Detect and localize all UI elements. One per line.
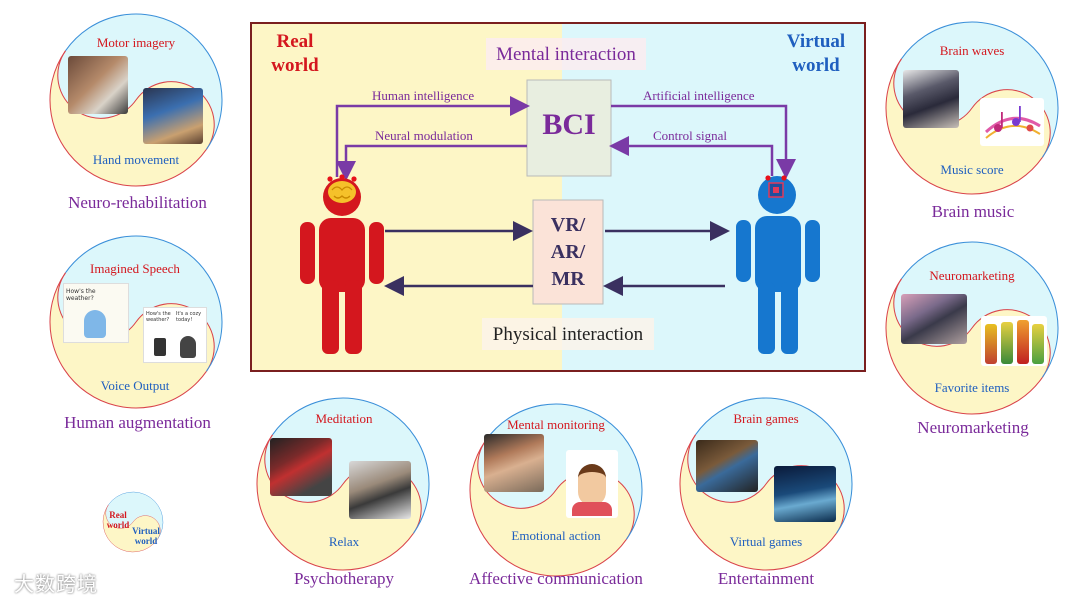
yinyang-neuro-rehab [15, 0, 257, 221]
speech-bubble: How's the weather? [66, 288, 96, 302]
hand-movement-photo [143, 88, 203, 144]
meditation-label: Meditation [315, 411, 373, 426]
watermark: 大数跨境 [14, 572, 98, 596]
vr-ar-mr-label: VR/ AR/ MR [550, 214, 586, 290]
central-panel [250, 22, 866, 372]
vr-box [532, 199, 604, 305]
motor-imagery-photo [68, 56, 128, 114]
brain-icon [327, 174, 357, 203]
music-score-label: Music score [940, 162, 1004, 177]
voice-output-label: Voice Output [100, 378, 170, 393]
mental-label-bg [486, 38, 646, 70]
virtual-games-label: Virtual games [729, 534, 803, 549]
entertainment-caption: Entertainment [717, 569, 815, 588]
relax-photo [349, 461, 411, 519]
person-icon [84, 310, 106, 338]
listener-icon [180, 336, 196, 358]
favorite-items-label: Favorite items [934, 380, 1010, 395]
meditation-photo [270, 438, 332, 496]
blue-human-figure [736, 176, 820, 354]
emotional-action-photo [566, 450, 618, 518]
brain-waves-photo [903, 70, 959, 128]
chip-icon [765, 175, 787, 198]
control-signal-arrow [609, 136, 774, 176]
virtual-world-title: Virtual world [786, 31, 846, 76]
avatar-face [578, 464, 606, 506]
brain-games-label: Brain games [733, 411, 799, 426]
hand-movement-label: Hand movement [92, 152, 180, 167]
neuromarketing-top-label: Neuromarketing [929, 268, 1015, 283]
neuromarketing-photo [901, 294, 967, 344]
neuromarketing-caption: Neuromarketing [917, 418, 1029, 437]
relax-label: Relax [328, 534, 360, 549]
artificial-intelligence-arrow [611, 104, 796, 179]
mental-interaction-label: Mental interaction [496, 44, 636, 65]
legend-real-label: Real world [106, 510, 130, 530]
yinyang-affective [435, 369, 677, 599]
human-intelligence-label: Human intelligence [372, 88, 475, 103]
brain-games-photo [696, 440, 758, 492]
affective-caption: Affective communication [469, 569, 643, 588]
bottle-4 [1032, 324, 1044, 364]
brain-music-caption: Brain music [931, 202, 1015, 221]
bci-box [526, 79, 612, 177]
avatar-shirt [572, 502, 612, 516]
imagined-speech-label: Imagined Speech [90, 261, 180, 276]
virtual-games-photo [774, 466, 836, 522]
brain-waves-label: Brain waves [939, 43, 1005, 58]
speaker-icon [154, 338, 166, 356]
bottle-2 [1001, 322, 1013, 364]
neural-modulation-arrow [336, 144, 527, 181]
music-notes-icon [984, 106, 1041, 139]
yinyang-brain-music [851, 0, 1080, 229]
yinyang-psychotherapy [222, 363, 464, 599]
yinyang-entertainment [645, 363, 887, 599]
voice-output-panel: How's the weather? It's a cozy today! [143, 307, 207, 363]
real-world-title: Real world [271, 31, 319, 76]
bottle-1 [985, 324, 997, 364]
imagined-speech-panel: How's the weather? [63, 283, 129, 343]
psychotherapy-caption: Psychotherapy [293, 569, 395, 588]
physical-label-bg [482, 318, 654, 350]
neuro-rehab-caption: Neuro-rehabilitation [68, 193, 207, 212]
human-intelligence-arrow [335, 96, 530, 177]
mental-monitoring-label: Mental monitoring [507, 417, 605, 432]
emotional-action-label: Emotional action [511, 528, 601, 543]
bottle-3 [1017, 320, 1029, 364]
virtual-world-region [562, 24, 864, 370]
control-signal-label: Control signal [653, 128, 728, 143]
speech-bubble-2: How's the weather? [146, 311, 171, 323]
mental-monitoring-photo [484, 434, 544, 492]
neural-modulation-label: Neural modulation [375, 128, 473, 143]
legend-virtual-label: Virtual world [132, 526, 160, 546]
artificial-intelligence-label: Artificial intelligence [643, 88, 755, 103]
favorite-items-photo [981, 316, 1047, 366]
bci-label: BCI [542, 108, 596, 141]
human-aug-caption: Human augmentation [64, 413, 211, 432]
real-world-region [252, 24, 562, 370]
physical-interaction-label: Physical interaction [492, 324, 644, 345]
motor-imagery-label: Motor imagery [96, 35, 176, 50]
speech-bubble-3: It's a cozy today! [176, 311, 202, 323]
music-score-photo [980, 98, 1044, 146]
yinyang-human-aug [15, 201, 257, 443]
